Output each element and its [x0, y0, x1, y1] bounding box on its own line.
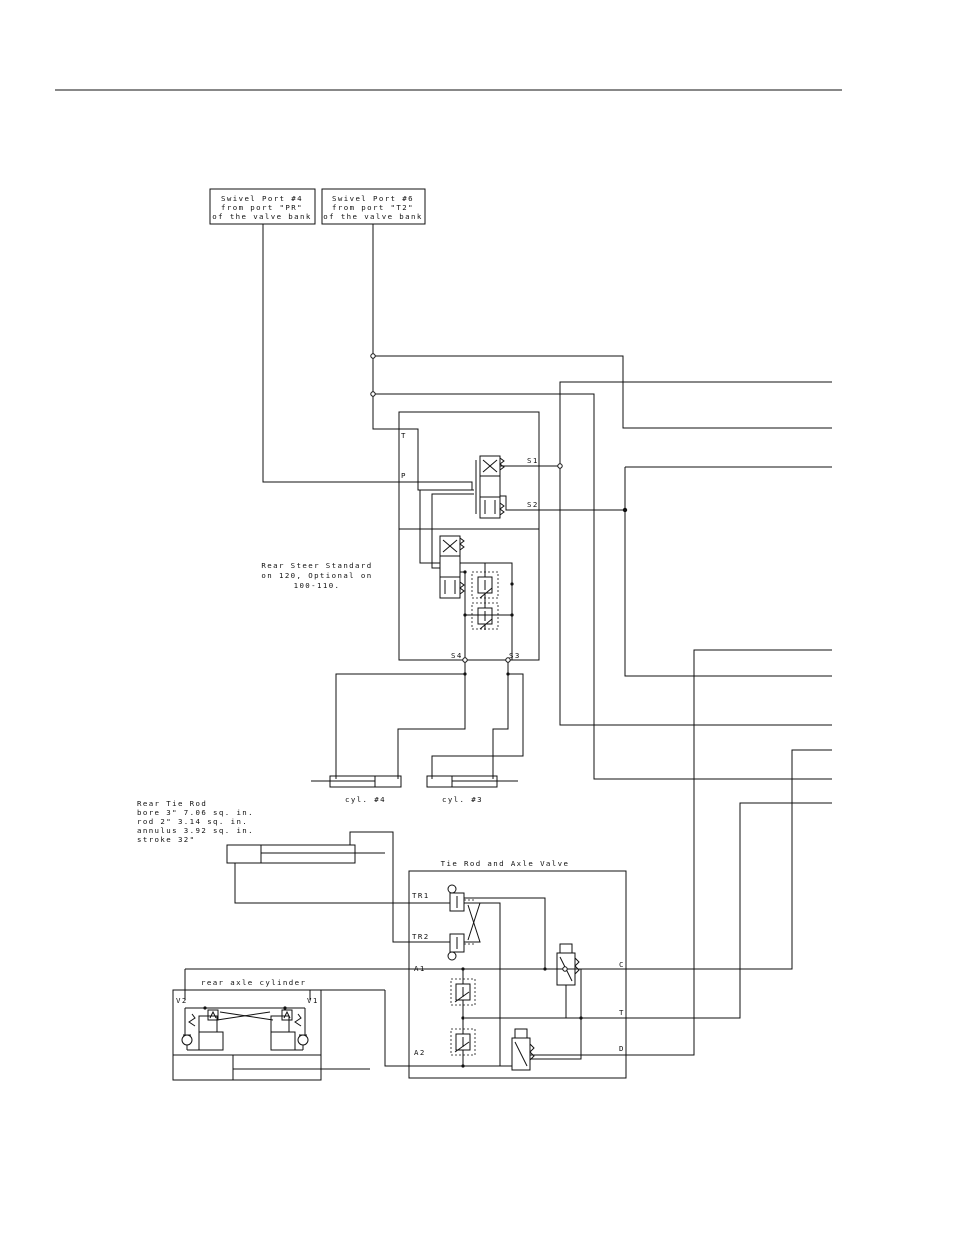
port-t-label: T [401, 431, 407, 440]
pilot-check-valve-tr1 [447, 884, 476, 912]
rear-tie-rod-annulus: annulus 3.92 sq. in. [137, 826, 254, 835]
swivel-port-4-line3: of the valve bank [212, 212, 311, 221]
rear-tie-rod-title: Rear Tie Rod [137, 799, 207, 808]
counterbalance-valve-right [270, 1009, 309, 1051]
port-a2-label: A2 [414, 1048, 426, 1057]
solenoid-valve-c [530, 943, 615, 1060]
port-s2-label: S2 [527, 500, 539, 509]
cylinder-lines [335, 660, 524, 779]
tie-rod-axle-valve-title: Tie Rod and Axle Valve [441, 859, 570, 868]
rear-tie-rod-rod: rod 2" 3.14 sq. in. [137, 817, 248, 826]
rear-axle-cylinder-title: rear axle cylinder [201, 978, 306, 987]
hydraulic-lines [262, 224, 832, 1056]
port-tr2-label: TR2 [412, 932, 430, 941]
swivel-port-4-box: Swivel Port #4 from port "PR" of the val… [209, 188, 316, 225]
port-s1-label: S1 [527, 456, 539, 465]
port-d-label: D [619, 1044, 625, 1053]
counterbalance-valve-left [181, 1009, 224, 1051]
cylinder-4-label: cyl. #4 [345, 795, 386, 804]
port-v1-label: V1 [307, 996, 319, 1005]
port-t2-label: T [619, 1008, 625, 1017]
tie-rod-axle-valve-block: Tie Rod and Axle Valve TR1 TR2 A1 A2 C T… [185, 859, 627, 1079]
port-p-label: P [401, 471, 407, 480]
junction-nodes [370, 353, 628, 972]
swivel-port-6-line3: of the valve bank [323, 212, 422, 221]
rear-steer-valve-block: T P S1 S2 S4 S3 [398, 411, 540, 661]
swivel-port-6-line1: Swivel Port #6 [332, 194, 414, 203]
port-s3-label: S3 [509, 651, 521, 660]
port-v2-label: V2 [176, 996, 188, 1005]
cylinder-3-label: cyl. #3 [442, 795, 483, 804]
port-c-label: C [619, 960, 625, 969]
directional-valve-upper [475, 455, 505, 519]
rear-steer-note-line1: Rear Steer Standard [261, 561, 372, 570]
rear-steer-note-line3: 100-110. [294, 581, 341, 590]
tie-rod-cylinder [226, 831, 414, 943]
swivel-port-4-line1: Swivel Port #4 [221, 194, 303, 203]
swivel-port-6-box: Swivel Port #6 from port "T2" of the val… [321, 188, 426, 225]
pilot-check-valve-tr2 [447, 933, 476, 961]
rear-tie-rod-stroke: stroke 32" [137, 835, 196, 844]
rear-tie-rod-bore: bore 3" 7.06 sq. in. [137, 808, 254, 817]
directional-valve-lower [439, 535, 465, 599]
cylinder-4: cyl. #4 [311, 775, 402, 804]
rear-steer-note-line2: on 120, Optional on [261, 571, 372, 580]
port-s4-label: S4 [451, 651, 463, 660]
rear-axle-cylinder-block: rear axle cylinder V2 V1 [172, 969, 385, 1081]
solenoid-valve-d [511, 1028, 615, 1071]
cylinder-3: cyl. #3 [426, 775, 518, 804]
port-tr1-label: TR1 [412, 891, 430, 900]
swivel-port-6-line2: from port "T2" [332, 203, 414, 212]
swivel-port-4-line2: from port "PR" [221, 203, 303, 212]
